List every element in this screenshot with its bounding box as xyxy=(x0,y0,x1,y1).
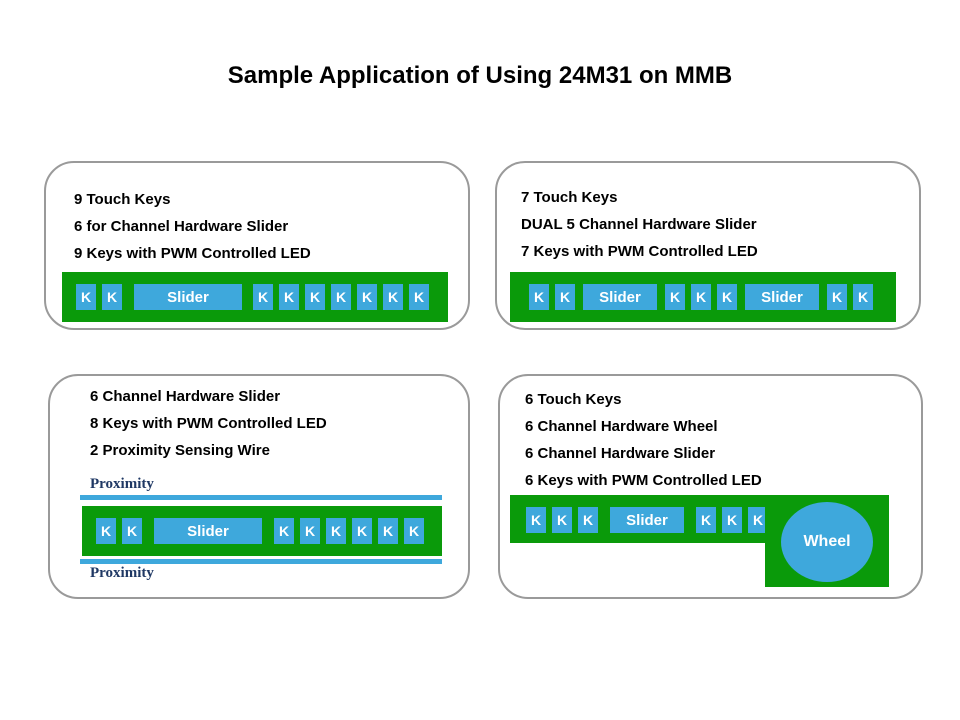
touch-key: K xyxy=(578,507,598,533)
touch-key: K xyxy=(352,518,372,544)
panel-line: 8 Keys with PWM Controlled LED xyxy=(90,415,327,432)
wheel-pad: Wheel xyxy=(781,502,873,582)
touch-key: K xyxy=(552,507,572,533)
touch-key: K xyxy=(274,518,294,544)
panel-line: 2 Proximity Sensing Wire xyxy=(90,442,270,459)
panel-line: 9 Keys with PWM Controlled LED xyxy=(74,245,311,262)
panel-line: 6 Channel Hardware Slider xyxy=(525,445,716,462)
touch-key: K xyxy=(717,284,737,310)
panel-line: 7 Keys with PWM Controlled LED xyxy=(521,243,758,260)
touch-key: K xyxy=(665,284,685,310)
touch-key: K xyxy=(853,284,873,310)
panel-line: 9 Touch Keys xyxy=(74,191,171,208)
touch-key: K xyxy=(691,284,711,310)
proximity-label-top: Proximity xyxy=(90,476,154,492)
touch-key: K xyxy=(748,507,768,533)
slider-pad: Slider xyxy=(610,507,684,533)
touch-key: K xyxy=(404,518,424,544)
touch-key: K xyxy=(76,284,96,310)
touch-key: K xyxy=(526,507,546,533)
wheel-board: Wheel xyxy=(765,495,889,587)
sensor-board: K K Slider K K K Slider K K xyxy=(510,272,896,322)
panel-line: 6 for Channel Hardware Slider xyxy=(74,218,289,235)
panel-line: DUAL 5 Channel Hardware Slider xyxy=(521,216,757,233)
touch-key: K xyxy=(357,284,377,310)
proximity-wire-top xyxy=(80,495,442,500)
proximity-label-bottom: Proximity xyxy=(90,565,154,581)
sensor-board: K K K Slider K K K xyxy=(510,495,786,543)
touch-key: K xyxy=(305,284,325,310)
panel-line: 6 Channel Hardware Slider xyxy=(90,388,281,405)
slider-pad: Slider xyxy=(745,284,819,310)
panel-line: 6 Keys with PWM Controlled LED xyxy=(525,472,762,489)
touch-key: K xyxy=(300,518,320,544)
touch-key: K xyxy=(696,507,716,533)
proximity-wire-bottom xyxy=(80,559,442,564)
panel-wheel-slider: 6 Touch Keys 6 Channel Hardware Wheel 6 … xyxy=(498,374,923,599)
panel-line: 7 Touch Keys xyxy=(521,189,618,206)
touch-key: K xyxy=(409,284,429,310)
sensor-board: K K Slider K K K K K K xyxy=(82,506,442,556)
page-title: Sample Application of Using 24M31 on MMB xyxy=(227,62,733,89)
touch-key: K xyxy=(555,284,575,310)
slider-pad: Slider xyxy=(154,518,262,544)
touch-key: K xyxy=(96,518,116,544)
panel-line: 6 Channel Hardware Wheel xyxy=(525,418,718,435)
touch-key: K xyxy=(383,284,403,310)
touch-key: K xyxy=(102,284,122,310)
touch-key: K xyxy=(279,284,299,310)
touch-key: K xyxy=(331,284,351,310)
touch-key: K xyxy=(529,284,549,310)
touch-key: K xyxy=(722,507,742,533)
touch-key: K xyxy=(827,284,847,310)
slider-pad: Slider xyxy=(134,284,242,310)
panel-line: 6 Touch Keys xyxy=(525,391,622,408)
touch-key: K xyxy=(122,518,142,544)
slider-pad: Slider xyxy=(583,284,657,310)
panel-seven-touch-keys: 7 Touch Keys DUAL 5 Channel Hardware Sli… xyxy=(495,161,921,330)
sensor-board: K K Slider K K K K K K K xyxy=(62,272,448,322)
panel-proximity-slider: 6 Channel Hardware Slider 8 Keys with PW… xyxy=(48,374,470,599)
panel-nine-touch-keys: 9 Touch Keys 6 for Channel Hardware Slid… xyxy=(44,161,470,330)
touch-key: K xyxy=(253,284,273,310)
touch-key: K xyxy=(326,518,346,544)
touch-key: K xyxy=(378,518,398,544)
